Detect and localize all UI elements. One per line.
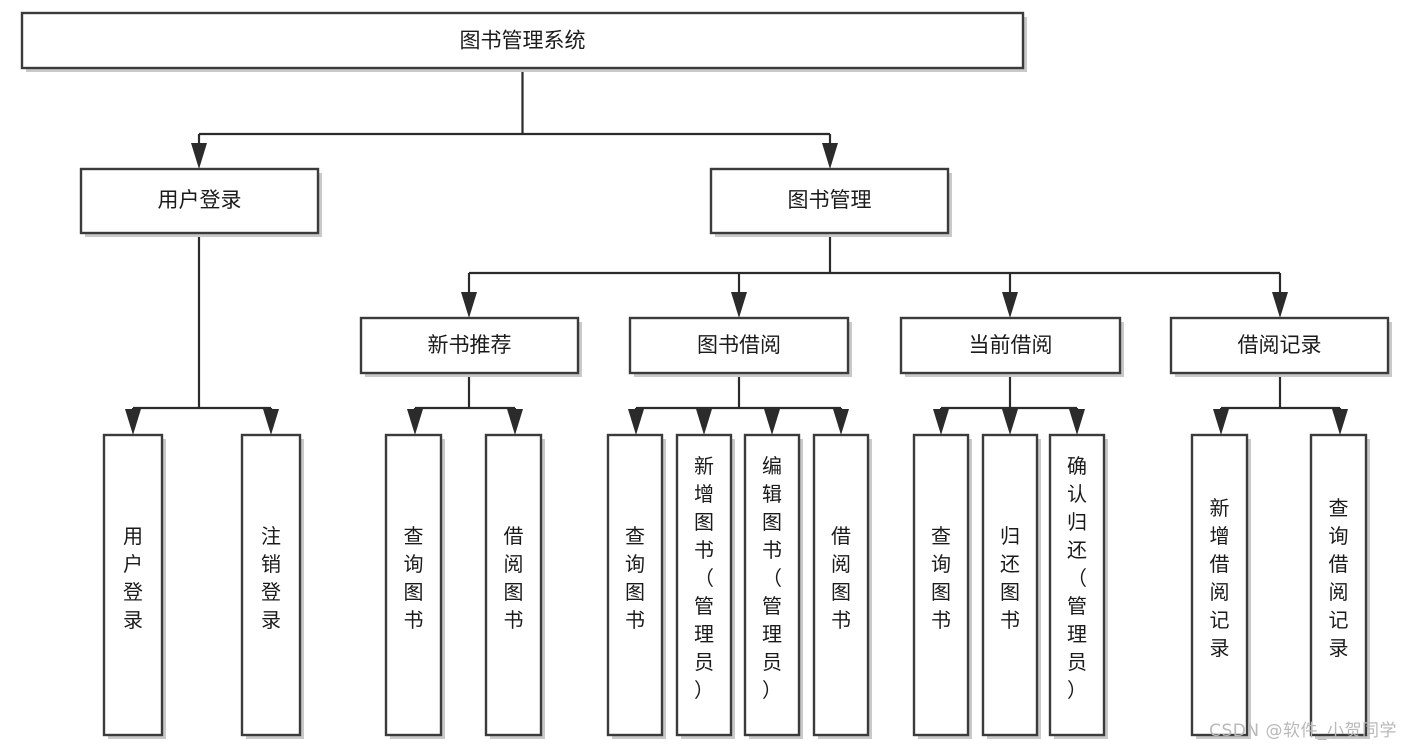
leaf-new-book-borrow-label: 借阅图书	[504, 524, 524, 632]
leaf-node[interactable]: 归还图书	[981, 433, 1041, 739]
node-new-book-recommend-label: 新书推荐	[428, 333, 512, 357]
leaf-node[interactable]: 查询图书	[606, 433, 666, 739]
leaf-node[interactable]: 查询借阅记录	[1309, 433, 1370, 739]
arrow-bookmgmt-c4	[1272, 292, 1288, 318]
leaf-borrow-edit-book-label: 编辑图书（管理员）	[762, 454, 782, 702]
node-book-management[interactable]: 图书管理	[709, 167, 952, 237]
node-book-borrow[interactable]: 图书借阅	[628, 316, 852, 377]
arrow-current-c2	[1002, 409, 1018, 435]
leaf-logout-label: 注销登录	[261, 524, 281, 632]
arrow-current-c1	[933, 409, 949, 435]
leaf-node[interactable]: 用户登录	[102, 433, 166, 739]
node-layer: 图书管理系统 用户登录 图书管理 新书推荐	[20, 11, 1392, 739]
leaf-borrow-query-label: 查询图书	[625, 524, 645, 632]
arrow-current-c3	[1069, 409, 1085, 435]
arrow-borrow-c2	[696, 409, 712, 435]
arrow-bookmgmt-c2	[731, 292, 747, 318]
node-current-borrow[interactable]: 当前借阅	[899, 316, 1124, 377]
leaf-borrow-borrow-book-label: 借阅图书	[831, 524, 851, 632]
arrow-root-to-user-login	[191, 143, 207, 169]
arrow-userlogin-c2	[263, 409, 279, 435]
leaf-current-query-label: 查询图书	[931, 524, 951, 632]
node-borrow-record-label: 借阅记录	[1238, 333, 1322, 357]
node-current-borrow-label: 当前借阅	[969, 333, 1053, 357]
arrow-bookmgmt-c3	[1002, 292, 1018, 318]
csdn-watermark: CSDN @软件_小贺同学	[1209, 721, 1397, 741]
leaf-node[interactable]: 查询图书	[912, 433, 972, 739]
arrow-bookmgmt-c1	[461, 292, 477, 318]
node-root[interactable]: 图书管理系统	[20, 11, 1027, 72]
leaf-node[interactable]: 注销登录	[240, 433, 304, 739]
leaf-current-return-label: 归还图书	[1000, 524, 1020, 632]
leaf-node[interactable]: 查询图书	[384, 433, 445, 739]
arrow-newbook-c1	[407, 409, 423, 435]
leaf-user-login-label: 用户登录	[123, 524, 143, 632]
leaf-node[interactable]: 新增图书（管理员）	[675, 433, 735, 739]
arrow-root-to-book-mgmt	[822, 143, 838, 169]
node-book-borrow-label: 图书借阅	[697, 333, 781, 357]
node-user-login[interactable]: 用户登录	[79, 167, 322, 237]
arrow-userlogin-c1	[125, 409, 141, 435]
edge-layer	[125, 68, 1348, 435]
leaf-borrow-add-book-label: 新增图书（管理员）	[694, 454, 714, 702]
arrow-borrow-c3	[764, 409, 780, 435]
arrow-record-c1	[1213, 409, 1229, 435]
node-book-management-label: 图书管理	[788, 188, 872, 212]
arrow-newbook-c2	[507, 409, 523, 435]
node-borrow-record[interactable]: 借阅记录	[1169, 316, 1392, 377]
leaf-current-confirm-return-label: 确认归还（管理员）	[1067, 454, 1087, 702]
arrow-borrow-c4	[833, 409, 849, 435]
node-user-login-label: 用户登录	[158, 188, 242, 212]
arrow-borrow-c1	[628, 409, 644, 435]
arrow-record-c2	[1332, 409, 1348, 435]
leaf-node[interactable]: 编辑图书（管理员）	[743, 433, 803, 739]
leaf-record-add-label: 新增借阅记录	[1210, 496, 1230, 660]
leaf-node[interactable]: 借阅图书	[812, 433, 872, 739]
node-new-book-recommend[interactable]: 新书推荐	[359, 316, 582, 377]
node-root-label: 图书管理系统	[460, 29, 586, 53]
leaf-node[interactable]: 新增借阅记录	[1190, 433, 1251, 739]
leaf-record-query-label: 查询借阅记录	[1329, 496, 1349, 660]
leaf-new-book-query-label: 查询图书	[404, 524, 424, 632]
leaf-node[interactable]: 借阅图书	[484, 433, 545, 739]
leaf-node[interactable]: 确认归还（管理员）	[1048, 433, 1108, 739]
